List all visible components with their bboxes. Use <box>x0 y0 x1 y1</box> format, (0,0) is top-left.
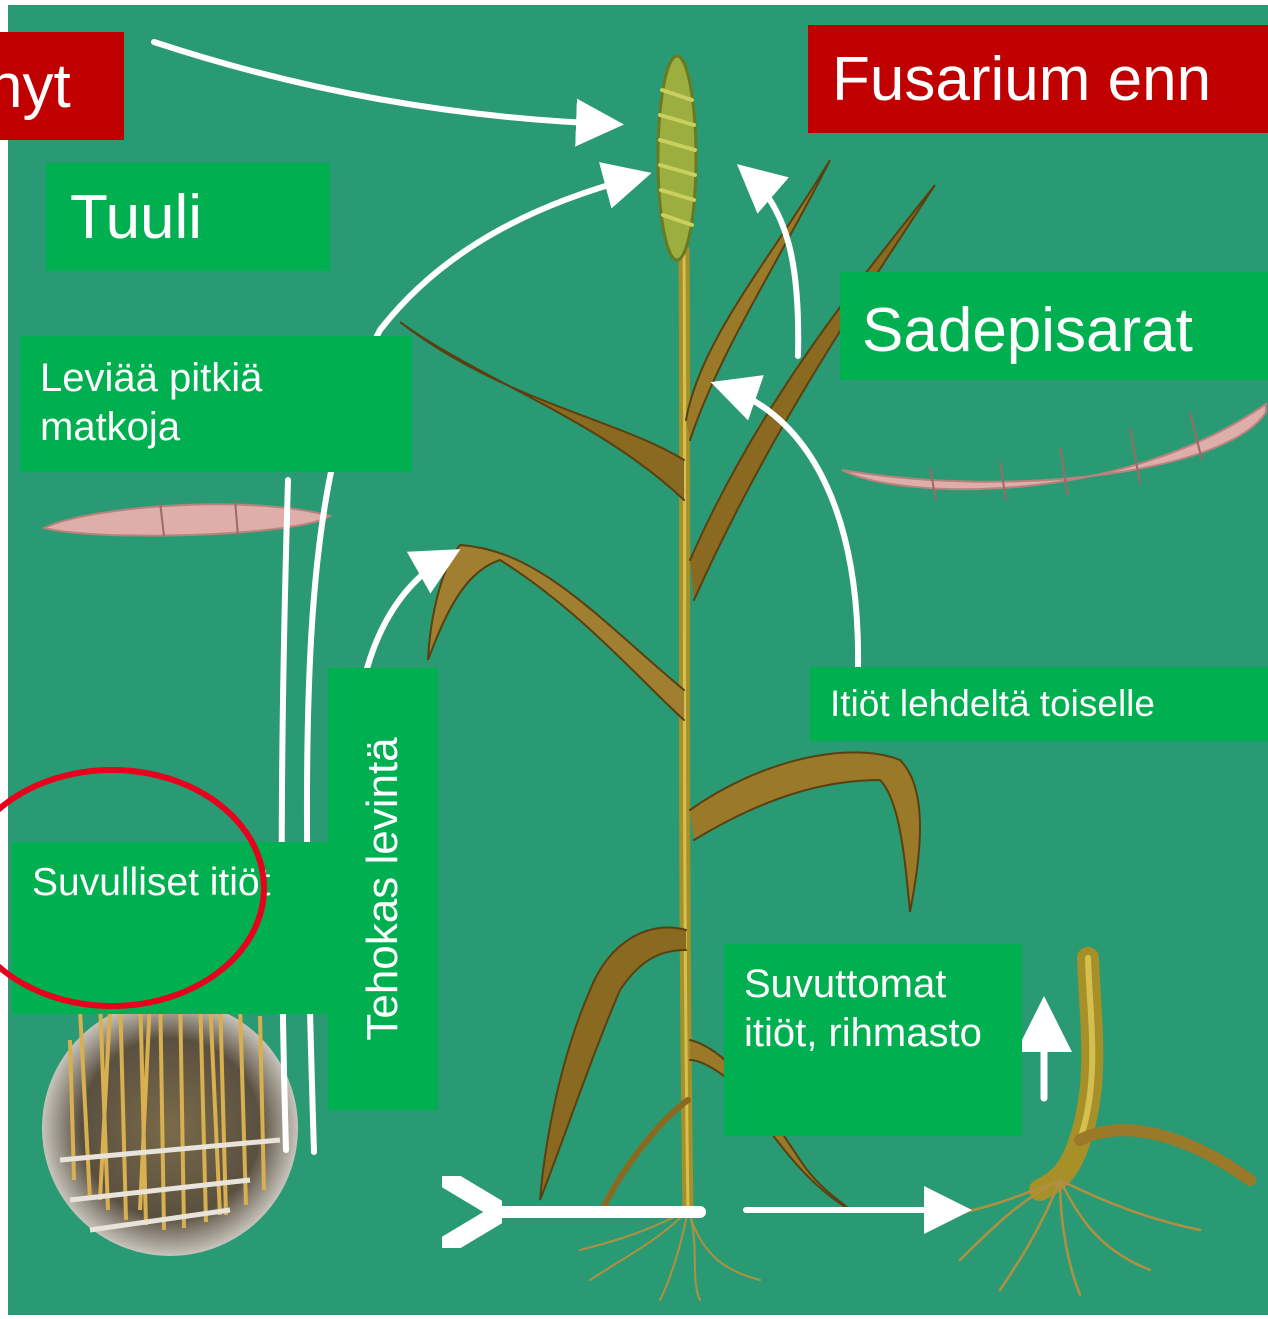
title-label-right: Fusarium enn <box>808 25 1268 133</box>
label-tuuli: Tuuli <box>46 163 330 271</box>
label-sadepisarat: Sadepisarat <box>840 272 1268 380</box>
stubble-photo <box>42 988 298 1256</box>
title-label-left-text: nyt <box>0 56 124 118</box>
label-itiot-lehdelta-toiselle: Itiöt lehdeltä toiselle <box>810 667 1268 741</box>
label-tehokas-levinta-text: Tehokas levintä <box>361 737 405 1040</box>
title-label-left: nyt <box>0 32 124 140</box>
label-leviaa-pitkia-matkoja: Leviää pitkiä matkoja <box>20 336 412 472</box>
label-suvuttomat-itiot: Suvuttomat itiöt, rihmasto <box>724 944 1022 1136</box>
label-suvulliset-itiot: Suvulliset itiöt <box>12 842 328 1014</box>
label-tehokas-levinta: Tehokas levintä <box>328 668 438 1110</box>
